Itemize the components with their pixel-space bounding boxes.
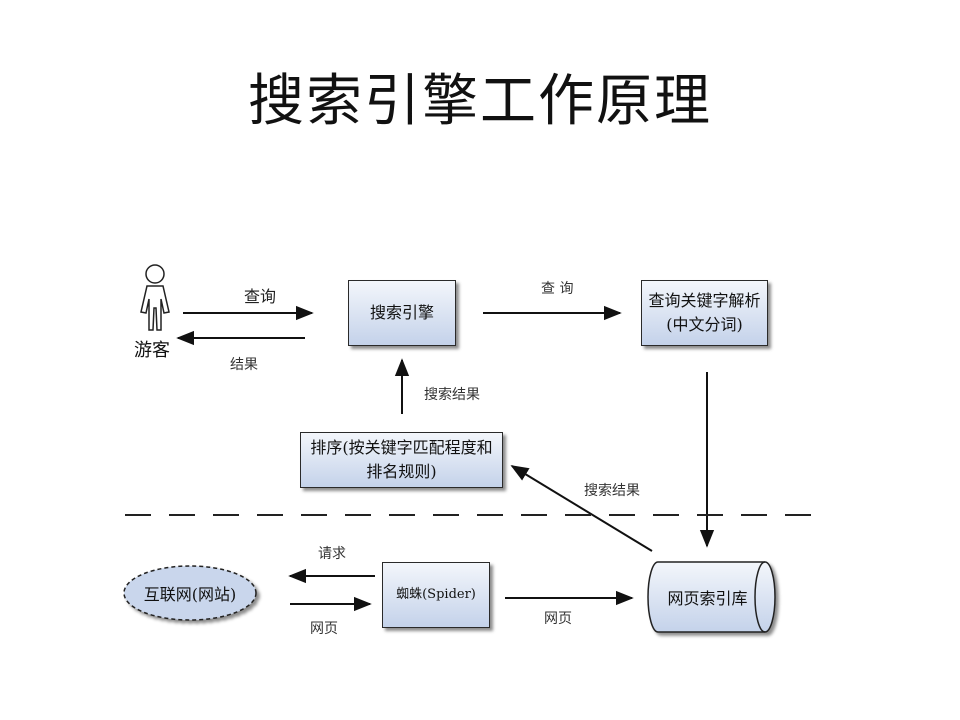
spider-label: 蜘蛛(Spider)	[396, 587, 476, 602]
edge-label-query: 查询	[244, 287, 277, 306]
edge-label-request: 请求	[318, 546, 346, 562]
index-db-cylinder	[647, 561, 776, 633]
internet-ellipse	[123, 565, 257, 621]
search-engine-box: 搜索引擎	[348, 280, 456, 346]
visitor-label: 游客	[134, 340, 170, 361]
keyword-parse-box: 查询关键字解析(中文分词)	[641, 280, 768, 346]
internet-label: 互联网(网站)	[143, 585, 237, 604]
ranking-label: 排序(按关键字匹配程度和排名规则)	[310, 438, 493, 481]
edge-label-webpage-right: 网页	[544, 611, 572, 627]
internet-label-wrap: 互联网(网站)	[124, 566, 256, 620]
page-title: 搜索引擎工作原理	[248, 69, 712, 134]
ranking-box: 排序(按关键字匹配程度和排名规则)	[300, 432, 503, 488]
edge-label-search-result-diag: 搜索结果	[584, 483, 640, 499]
search-engine-label: 搜索引擎	[369, 303, 434, 322]
index-db-label-wrap: 网页索引库	[650, 562, 765, 632]
edge-label-search-result-up: 搜索结果	[424, 387, 480, 403]
edge-label-webpage-left: 网页	[310, 621, 338, 637]
visitor-person-icon	[140, 264, 170, 331]
index-db-label: 网页索引库	[667, 589, 748, 608]
spider-box: 蜘蛛(Spider)	[382, 562, 490, 628]
edge-label-result: 结果	[230, 357, 258, 373]
keyword-parse-label: 查询关键字解析(中文分词)	[648, 291, 761, 334]
edge-label-query-parse: 查 询	[541, 281, 574, 297]
arrow-index-to-ranking	[510, 465, 653, 552]
